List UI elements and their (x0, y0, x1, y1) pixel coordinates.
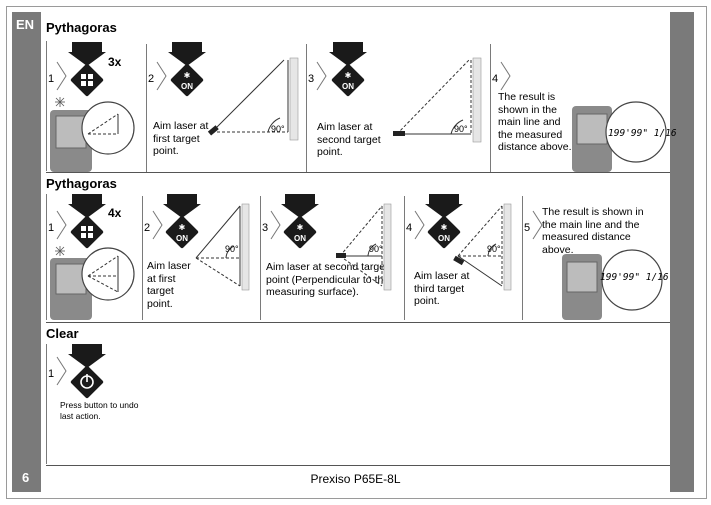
footer-model: Prexiso P65E-8L (310, 472, 401, 486)
language-tag: EN (16, 17, 35, 32)
angle-label: 90° (369, 244, 383, 254)
step-instruction: Aim laser at second target point (Perpen… (266, 261, 390, 298)
right-sidebar (670, 12, 694, 492)
svg-text:✱: ✱ (441, 223, 448, 232)
section-divider (46, 41, 47, 171)
step-instruction: Press button to undo last action. (60, 400, 139, 421)
step-number: 3 (307, 73, 315, 85)
step-number: 2 (143, 222, 151, 234)
section-rule (46, 172, 670, 173)
svg-text:✱: ✱ (345, 71, 352, 80)
step-chevron (56, 356, 67, 386)
device-illustration (50, 246, 135, 320)
step-instruction: Aim laser at second target point. (317, 121, 381, 158)
step-chevron (270, 210, 281, 240)
step-chevron (500, 61, 511, 91)
on-key-label: ON (181, 82, 193, 91)
result-text: The result is shown in the main line and… (498, 91, 572, 153)
step-divider (142, 196, 143, 320)
down-arrow-icon: ✱ (329, 42, 367, 97)
page-number: 6 (22, 470, 30, 485)
left-sidebar (12, 12, 41, 492)
down-arrow-icon (68, 42, 106, 97)
section-divider (46, 194, 47, 320)
step-number: 1 (47, 73, 55, 85)
step-divider (260, 196, 261, 320)
step-divider (522, 196, 523, 320)
press-count: 4x (108, 206, 122, 220)
angle-label: 90° (271, 124, 285, 134)
device-display-illustration (562, 249, 663, 320)
display-value: 199'99" 1/16 (600, 272, 669, 283)
down-arrow-icon: ✱ (281, 194, 319, 249)
on-key-label: ON (294, 234, 306, 243)
step-instruction: Aim laser at third target point. (414, 270, 470, 307)
step-instruction: Aim laser at first target point. (153, 120, 209, 157)
section-title-pythagoras-4x: Pythagoras (46, 176, 117, 191)
triangle-diagram (393, 57, 482, 143)
step-number: 2 (147, 73, 155, 85)
triangle-diagram (195, 203, 250, 291)
step-chevron (152, 210, 163, 240)
down-arrow-icon: ✱ (425, 194, 463, 249)
step-number: 5 (523, 222, 531, 234)
section-title-pythagoras-3x: Pythagoras (46, 20, 117, 35)
triangle-diagram (336, 203, 392, 291)
down-arrow-icon (68, 194, 106, 249)
step-divider (146, 44, 147, 172)
step-chevron (414, 210, 425, 240)
step-number: 1 (47, 368, 55, 380)
press-count: 3x (108, 55, 122, 69)
device-display-illustration (572, 101, 667, 172)
device-illustration (50, 97, 135, 172)
step-chevron (156, 61, 167, 91)
triangle-diagram (207, 57, 299, 141)
step-number: 3 (261, 222, 269, 234)
step-chevron (56, 210, 67, 240)
section-title-clear: Clear (46, 326, 79, 341)
section-divider (46, 344, 47, 464)
step-number: 4 (405, 222, 413, 234)
angle-label: 90° (225, 244, 239, 254)
down-arrow-icon (68, 344, 106, 399)
svg-text:✱: ✱ (297, 223, 304, 232)
on-key-label: ON (438, 234, 450, 243)
display-value: 199'99" 1/16 (608, 128, 677, 139)
section-rule (46, 322, 670, 323)
triangle-diagram (453, 203, 512, 291)
step-number: 1 (47, 222, 55, 234)
svg-text:✱: ✱ (179, 223, 186, 232)
down-arrow-icon: ✱ (163, 194, 201, 249)
step-chevron (532, 210, 543, 240)
on-key-label: ON (342, 82, 354, 91)
angle-label: 90° (454, 124, 468, 134)
step-chevron (316, 61, 327, 91)
svg-text:✱: ✱ (184, 71, 191, 80)
down-arrow-icon: ✱ (168, 42, 206, 97)
step-chevron (56, 61, 67, 91)
step-divider (404, 196, 405, 320)
angle-label: 90° (487, 244, 501, 254)
step-number: 4 (491, 73, 499, 85)
step-divider (490, 44, 491, 172)
footer-rule (46, 465, 670, 466)
step-divider (306, 44, 307, 172)
on-key-label: ON (176, 234, 188, 243)
result-text: The result is shown in the main line and… (542, 206, 644, 256)
step-instruction: Aim laser at first target point. (147, 260, 191, 310)
